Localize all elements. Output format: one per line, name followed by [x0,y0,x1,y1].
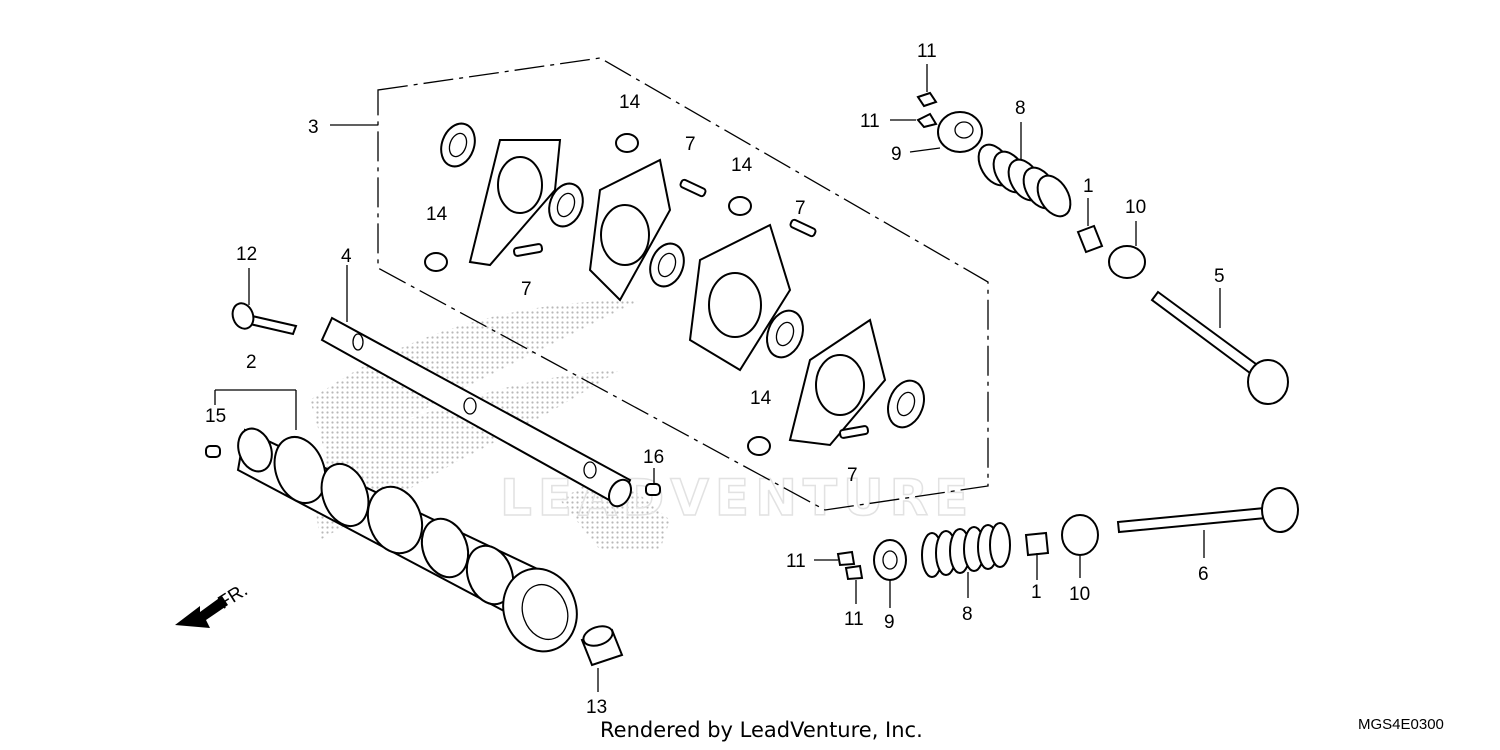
callout-12: 12 [236,244,257,265]
callout-6: 6 [1198,564,1209,585]
callout-4: 4 [341,246,352,267]
leader-lines [214,64,1221,692]
rocker-arm-assembly-boundary [377,57,989,511]
callout-1-b: 1 [1031,582,1042,603]
callout-14-b: 14 [619,92,641,113]
front-direction-arrow: FR. [175,580,252,628]
adjusting-screws [512,178,870,439]
callout-2: 2 [246,352,257,373]
callout-labels: 3 4 2 12 15 16 13 14 14 14 14 7 7 7 7 11… [205,41,1225,718]
callout-11-c: 11 [786,551,806,572]
thrust-washers [440,122,925,429]
camshaft-bolt [580,625,624,667]
callout-8-b: 8 [962,604,973,625]
callout-7-a: 7 [521,279,532,300]
callout-8-a: 8 [1015,98,1026,119]
valve-spring-lower [921,522,1011,578]
callout-10-a: 10 [1125,197,1146,218]
callout-13: 13 [586,697,607,718]
callout-11-d: 11 [844,609,864,630]
upper-valve-group [916,91,1289,405]
valve-spring-upper [977,143,1072,218]
callout-9-a: 9 [891,144,902,165]
rocker-arms [468,139,887,447]
camshaft [236,427,578,653]
render-credit: Rendered by LeadVenture, Inc. [600,718,923,742]
diagram-code: MGS4E0300 [1358,716,1444,733]
callout-14-a: 14 [426,204,448,225]
callout-5: 5 [1214,266,1225,287]
callout-3: 3 [308,117,319,138]
callout-11-a: 11 [917,41,937,62]
lower-valve-group [836,487,1299,581]
dowel-pin-16 [645,483,661,496]
rocker-shaft [320,316,633,508]
bolt-12 [231,302,298,336]
callout-14-c: 14 [731,155,753,176]
callout-10-b: 10 [1069,584,1090,605]
callout-15: 15 [205,406,226,427]
dowel-pin-15 [205,445,221,458]
callout-9-b: 9 [884,612,895,633]
callout-7-c: 7 [795,198,806,219]
callout-16: 16 [643,447,664,468]
callout-7-b: 7 [685,134,696,155]
callout-7-d: 7 [847,465,858,486]
callout-14-d: 14 [750,388,772,409]
lock-nuts [424,133,771,456]
callout-11-b: 11 [860,111,880,132]
callout-1-a: 1 [1083,176,1094,197]
